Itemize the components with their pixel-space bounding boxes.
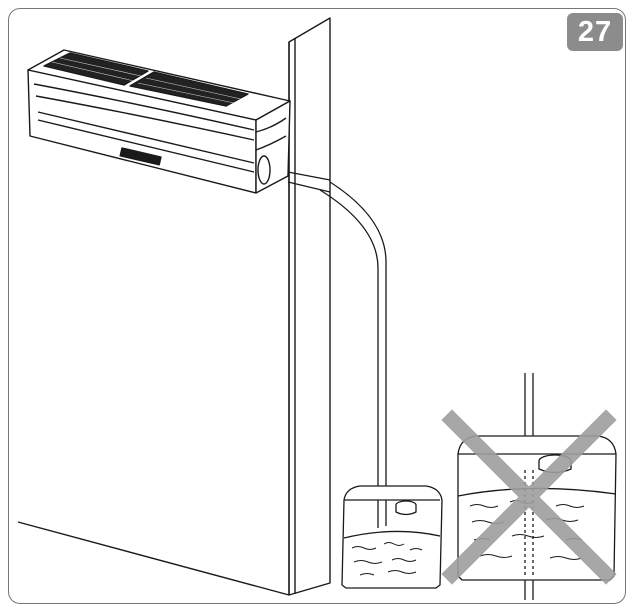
wall (17, 17, 331, 596)
ac-display-window (119, 147, 162, 166)
container-correct (341, 485, 443, 589)
drain-hose-inner-edge (319, 189, 379, 522)
drain-hose (287, 171, 387, 522)
ac-front-panel-curve (33, 83, 255, 131)
water-correct (351, 542, 423, 576)
figure-number-badge: 27 (567, 13, 623, 51)
ac-side-knob (257, 155, 271, 185)
air-conditioner-indoor-unit (27, 49, 291, 194)
ac-intake-grille-right (129, 71, 249, 107)
cross-mark-icon (441, 409, 617, 585)
ac-intake-grille-left (43, 52, 149, 86)
wall-base (17, 521, 290, 596)
drain-hose-outer-edge (329, 181, 387, 520)
